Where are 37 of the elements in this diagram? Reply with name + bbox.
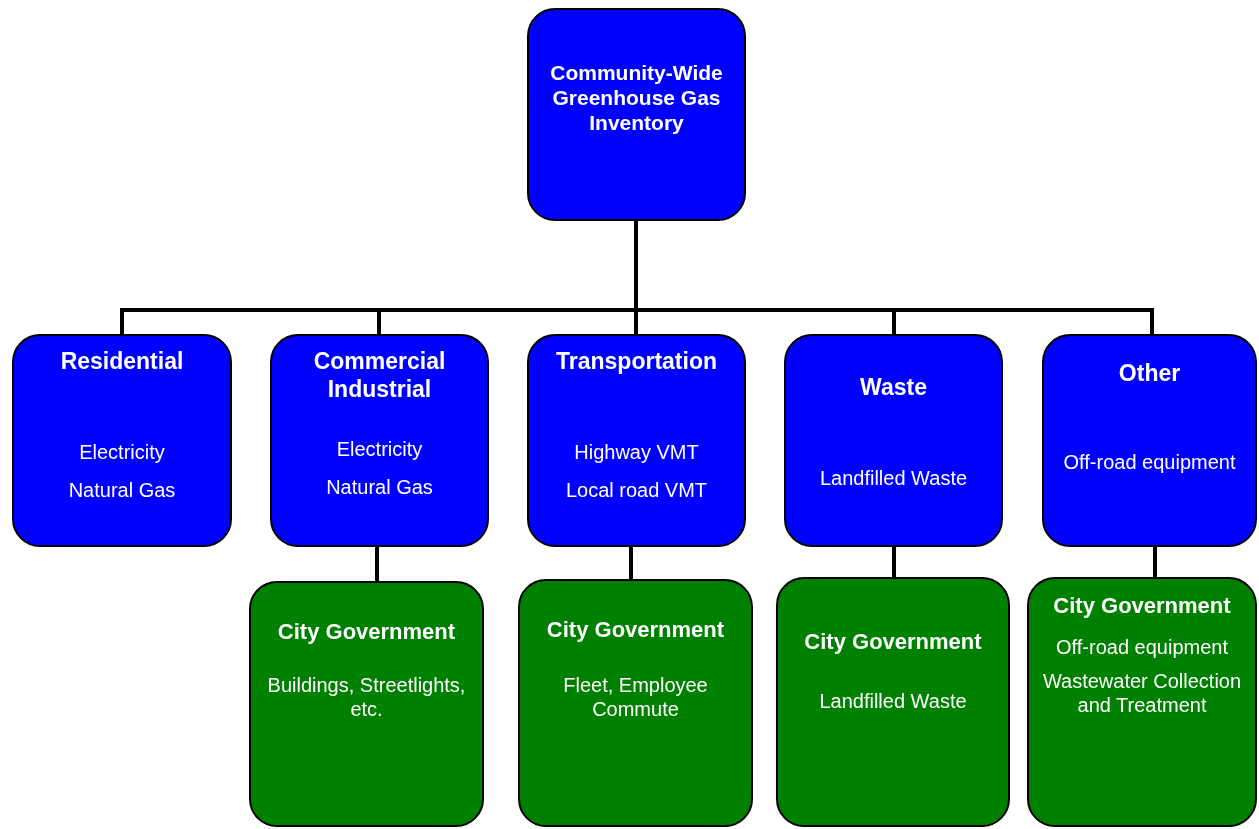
category-box <box>527 8 746 221</box>
box-heading: City Government <box>804 629 982 656</box>
box-item: Buildings, Streetlights, etc. <box>266 673 467 722</box>
box-item: Electricity <box>79 439 165 464</box>
government-box <box>1027 577 1257 827</box>
connector-line <box>1153 547 1157 577</box>
category-box <box>12 334 232 547</box>
government-box <box>249 581 484 827</box>
box-item: Landfilled Waste <box>819 689 967 714</box>
box-heading: Commercial Industrial <box>312 348 447 404</box>
box-item: Electricity <box>336 437 423 462</box>
box-item: Wastewater Collection and Treatment <box>1041 669 1243 718</box>
box-heading: City Government <box>277 619 456 646</box>
box-heading: Waste <box>860 374 927 402</box>
connector-line <box>375 547 379 581</box>
box-heading: City Government <box>546 617 725 644</box>
box-heading: Transportation <box>556 348 717 376</box>
category-box <box>527 334 746 547</box>
box-item: Natural Gas <box>68 477 176 502</box>
category-box <box>784 334 1003 547</box>
box-item: Local road VMT <box>565 477 708 502</box>
box-item: Landfilled Waste <box>819 465 968 490</box>
box-heading: Other <box>1118 360 1181 388</box>
connector-line <box>629 547 633 579</box>
category-box <box>270 334 489 547</box>
category-box <box>1042 334 1257 547</box>
box-item: Off-road equipment <box>1063 449 1236 474</box>
government-box <box>776 577 1010 827</box>
box-item: Natural Gas <box>326 475 433 500</box>
box-heading: Community-Wide Greenhouse Gas Inventory <box>549 60 724 136</box>
box-item: Highway VMT <box>574 439 699 464</box>
connector-line <box>892 547 896 577</box>
box-heading: City Government <box>1053 593 1231 620</box>
box-item: Fleet, Employee Commute <box>562 673 709 722</box>
government-box <box>518 579 753 827</box>
box-heading: Residential <box>60 348 184 376</box>
box-item: Off-road equipment <box>1056 635 1228 660</box>
